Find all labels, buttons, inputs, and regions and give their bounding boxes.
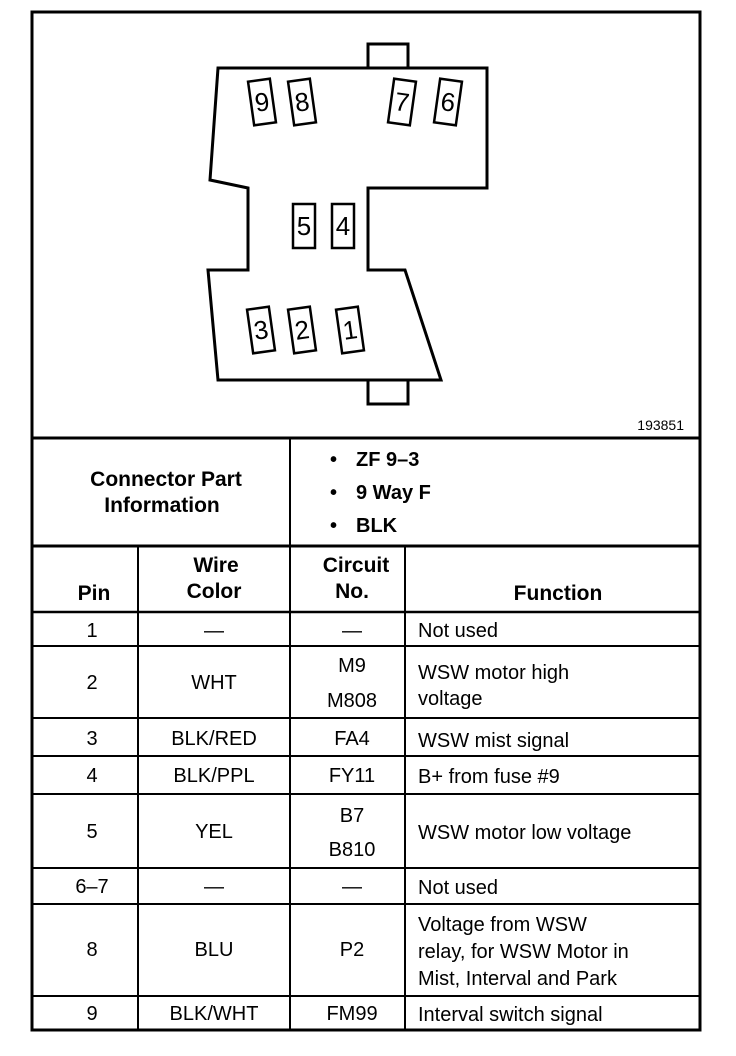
- pin-label: 9: [253, 86, 272, 118]
- figure-number: 193851: [637, 417, 684, 433]
- cell-function: WSW mist signal: [418, 730, 569, 752]
- table-row: 3 BLK/RED FA4 WSW mist signal: [86, 728, 569, 752]
- table-grid: [32, 436, 700, 1030]
- cell-function: WSW motor low voltage: [418, 822, 631, 844]
- pin-label: 2: [293, 314, 312, 346]
- cell-function: Interval switch signal: [418, 1004, 603, 1026]
- pin-cavity-9: 9: [246, 77, 278, 127]
- cell-circuit: B810: [329, 839, 376, 861]
- cell-wire-color: —: [204, 876, 224, 898]
- header-circuit-line2: No.: [335, 580, 369, 603]
- cell-function: Mist, Interval and Park: [418, 968, 618, 990]
- cell-circuit: —: [342, 620, 362, 642]
- cell-wire-color: —: [204, 620, 224, 642]
- table-header: Pin Wire Color Circuit No. Function: [78, 554, 603, 605]
- bottom-latch: [366, 378, 410, 406]
- bullet-dot-icon: •: [330, 482, 337, 504]
- cell-wire-color: BLK/RED: [171, 728, 257, 750]
- bullet-dot-icon: •: [330, 515, 337, 537]
- cell-circuit: FA4: [334, 728, 370, 750]
- header-function: Function: [514, 582, 603, 605]
- cell-circuit: M9: [338, 655, 366, 677]
- bullet-dot-icon: •: [330, 449, 337, 471]
- cell-function: WSW motor high: [418, 662, 569, 684]
- pin-cavity-3: 3: [245, 305, 277, 355]
- part-info-label-line1: Connector Part: [90, 468, 242, 491]
- table-row: 4 BLK/PPL FY11 B+ from fuse #9: [86, 765, 559, 788]
- cell-wire-color: BLK/WHT: [170, 1003, 259, 1025]
- cell-circuit: FY11: [329, 765, 375, 787]
- connector-drawing: 9 8 7 6 5 4 3 2: [206, 42, 489, 406]
- table-row: 6–7 — — Not used: [75, 876, 498, 899]
- pin-cavity-5: 5: [291, 202, 317, 250]
- part-info-section: Connector Part Information • ZF 9–3 • 9 …: [90, 449, 431, 537]
- pin-cavity-8: 8: [286, 77, 318, 127]
- outer-border: [30, 10, 702, 1032]
- pin-cavity-4: 4: [330, 202, 356, 250]
- pin-label: 8: [293, 86, 312, 118]
- pin-cavity-7: 7: [386, 77, 418, 127]
- cell-wire-color: BLU: [195, 939, 234, 961]
- pin-cavity-6: 6: [432, 77, 464, 127]
- pin-label: 3: [252, 314, 271, 346]
- cell-circuit: M808: [327, 690, 377, 712]
- pin-label: 5: [297, 211, 311, 241]
- cell-circuit: B7: [340, 805, 364, 827]
- pin-cavity-2: 2: [286, 305, 318, 355]
- part-info-label-line2: Information: [104, 494, 220, 517]
- header-wire-color-line2: Color: [187, 580, 242, 603]
- cell-pin: 9: [86, 1003, 97, 1025]
- cell-wire-color: YEL: [195, 821, 233, 843]
- part-info-bullet: BLK: [356, 515, 398, 537]
- cell-function: relay, for WSW Motor in: [418, 941, 629, 963]
- cell-pin: 2: [86, 672, 97, 694]
- cell-pin: 8: [86, 939, 97, 961]
- table-row: 1 — — Not used: [86, 620, 498, 642]
- header-circuit-line1: Circuit: [323, 554, 390, 577]
- cell-wire-color: BLK/PPL: [173, 765, 254, 787]
- cell-pin: 4: [86, 765, 97, 787]
- cell-function: voltage: [418, 688, 483, 710]
- cell-wire-color: WHT: [191, 672, 237, 694]
- cell-circuit: P2: [340, 939, 364, 961]
- cell-pin: 6–7: [75, 876, 108, 898]
- top-latch: [366, 42, 410, 70]
- pin-label: 1: [341, 314, 360, 346]
- table-row: 8 BLU P2 Voltage from WSW relay, for WSW…: [86, 914, 628, 990]
- part-info-bullet: 9 Way F: [356, 482, 431, 504]
- part-info-bullet: ZF 9–3: [356, 449, 419, 471]
- table-row: 9 BLK/WHT FM99 Interval switch signal: [86, 1003, 602, 1026]
- table-row: 2 WHT M9 M808 WSW motor high voltage: [86, 655, 569, 712]
- cell-function: Not used: [418, 877, 498, 899]
- cell-circuit: —: [342, 876, 362, 898]
- pin-cavity-1: 1: [334, 305, 366, 355]
- cell-pin: 3: [86, 728, 97, 750]
- cell-pin: 1: [86, 620, 97, 642]
- pin-label: 7: [393, 86, 412, 118]
- pin-label: 4: [336, 211, 350, 241]
- table-row: 5 YEL B7 B810 WSW motor low voltage: [86, 805, 631, 861]
- cell-function: Voltage from WSW: [418, 914, 587, 936]
- pin-label: 6: [439, 86, 458, 118]
- cell-function: Not used: [418, 620, 498, 642]
- cell-pin: 5: [86, 821, 97, 843]
- header-pin: Pin: [78, 582, 111, 605]
- cell-circuit: FM99: [326, 1003, 377, 1025]
- header-wire-color-line1: Wire: [193, 554, 238, 577]
- cell-function: B+ from fuse #9: [418, 766, 560, 788]
